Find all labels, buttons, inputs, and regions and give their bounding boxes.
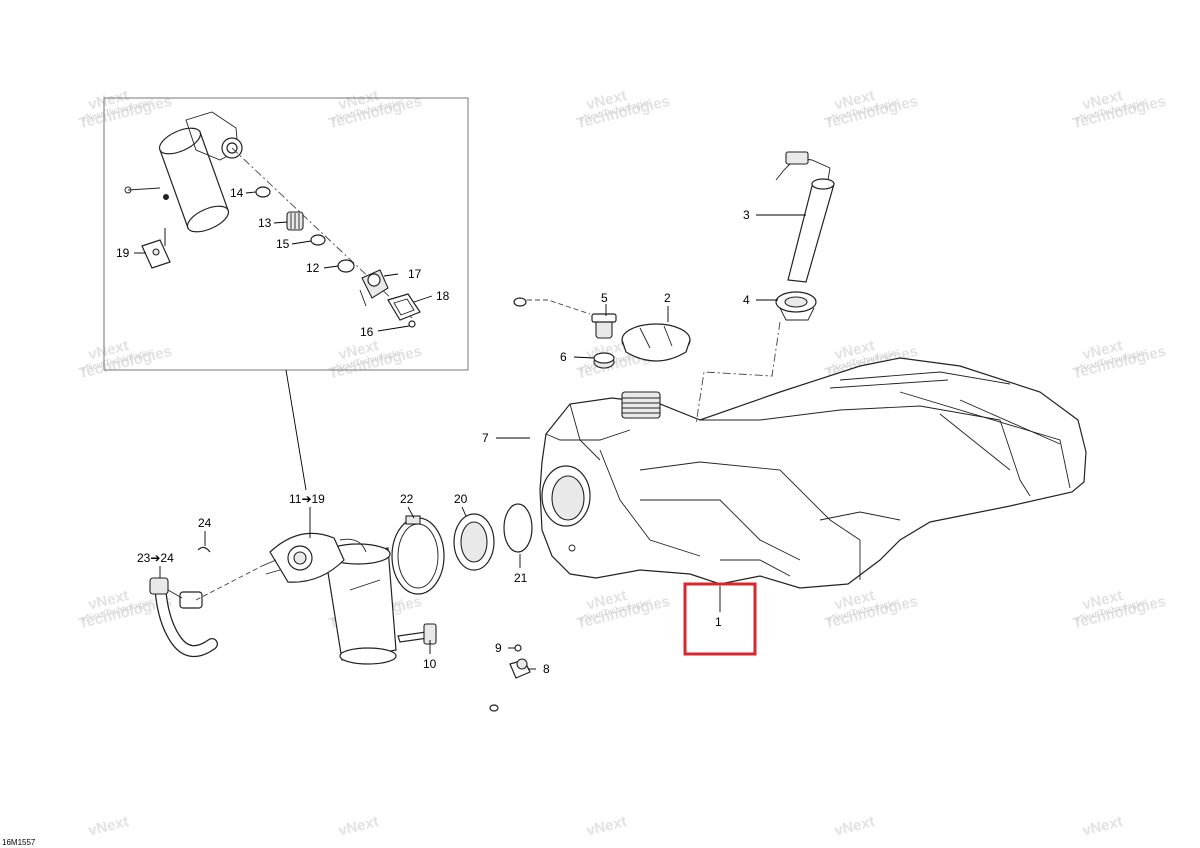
o-ring-14 bbox=[255, 186, 271, 198]
screw-16 bbox=[408, 320, 416, 328]
callout-18: 18 bbox=[436, 289, 450, 303]
callout-19: 19 bbox=[116, 246, 130, 260]
callout-5: 5 bbox=[601, 291, 608, 305]
fuel-tank bbox=[539, 357, 1087, 589]
grommet-4 bbox=[775, 291, 817, 321]
callout-3: 3 bbox=[743, 208, 750, 222]
callout-6: 6 bbox=[560, 350, 567, 364]
watermark: vNext bbox=[1081, 813, 1125, 839]
callout-8: 8 bbox=[543, 662, 550, 676]
watermark: vNext Technologies vNext Technologies bbox=[77, 87, 174, 132]
grommet-6 bbox=[593, 352, 615, 369]
level-sender-3 bbox=[775, 151, 835, 283]
fuel-cap-2 bbox=[621, 323, 691, 362]
callout-22: 22 bbox=[400, 492, 414, 506]
svg-text:vNext: vNext bbox=[337, 813, 381, 839]
callout-1: 1 bbox=[715, 615, 722, 629]
o-ring-12 bbox=[337, 259, 355, 273]
watermark: vNext Technologies vNext Technologies bbox=[1071, 587, 1168, 632]
watermark: vNext Technologies vNext Technologies bbox=[1071, 337, 1168, 382]
lock-ring-20 bbox=[453, 513, 495, 571]
watermark: vNext Technologies vNext Technologies bbox=[575, 87, 672, 132]
callout-4: 4 bbox=[743, 293, 750, 307]
fuel-line-23 bbox=[149, 577, 218, 657]
callout-12: 12 bbox=[306, 261, 320, 275]
svg-text:vNext: vNext bbox=[585, 813, 629, 839]
leader-lines bbox=[134, 191, 806, 670]
callouts: 1 2 3 4 5 6 7 8 9 10 11➔19 12 13 14 15 1… bbox=[116, 186, 750, 676]
pump-detail-inset bbox=[103, 97, 469, 371]
svg-text:vNext: vNext bbox=[833, 813, 877, 839]
callout-14: 14 bbox=[230, 186, 244, 200]
watermark: vNext Technologies vNext Technologies bbox=[575, 587, 672, 632]
highlight-box bbox=[683, 582, 757, 656]
svg-text:vNext: vNext bbox=[87, 813, 131, 839]
clamp-22 bbox=[391, 515, 445, 595]
screw-9 bbox=[514, 644, 522, 652]
o-ring-15 bbox=[310, 234, 326, 246]
callout-24: 24 bbox=[198, 516, 212, 530]
fuel-pump-module bbox=[261, 532, 397, 665]
o-ring-21 bbox=[503, 503, 533, 553]
watermark: vNext Technologies vNext Technologies bbox=[823, 87, 920, 132]
watermark: vNext Technologies vNext Technologies bbox=[327, 87, 424, 132]
watermark: vNext bbox=[87, 813, 131, 839]
callout-17: 17 bbox=[408, 267, 422, 281]
callout-9: 9 bbox=[495, 641, 502, 655]
callout-13: 13 bbox=[258, 216, 272, 230]
callout-21: 21 bbox=[514, 571, 528, 585]
clamp-24 bbox=[197, 546, 211, 553]
callout-23-24: 23➔24 bbox=[137, 551, 174, 565]
watermark: vNext Technologies vNext Technologies bbox=[77, 337, 174, 382]
clip-8 bbox=[509, 658, 531, 679]
callout-10: 10 bbox=[423, 657, 437, 671]
callout-2: 2 bbox=[664, 291, 671, 305]
regulator-17 bbox=[359, 269, 389, 307]
inset-frame bbox=[103, 97, 469, 371]
callout-20: 20 bbox=[454, 492, 468, 506]
watermark: vNext Technologies vNext Technologies bbox=[1071, 87, 1168, 132]
watermark: vNext bbox=[833, 813, 877, 839]
drawing-code: 16M1557 bbox=[2, 838, 36, 847]
filter-13 bbox=[286, 211, 304, 231]
pump-module-body bbox=[124, 111, 243, 233]
callout-15: 15 bbox=[276, 237, 290, 251]
svg-text:vNext: vNext bbox=[1081, 813, 1125, 839]
callout-7: 7 bbox=[482, 431, 489, 445]
vent-valve-5 bbox=[591, 313, 617, 339]
callout-11-19: 11➔19 bbox=[289, 492, 325, 506]
pump-opening bbox=[541, 465, 591, 527]
gasket-18 bbox=[387, 293, 421, 321]
watermark: vNext bbox=[337, 813, 381, 839]
filler-neck bbox=[621, 391, 661, 419]
vent-hose-7 bbox=[474, 297, 536, 712]
callout-16: 16 bbox=[360, 325, 374, 339]
watermark: vNext bbox=[585, 813, 629, 839]
pump-clip-19 bbox=[141, 228, 171, 269]
